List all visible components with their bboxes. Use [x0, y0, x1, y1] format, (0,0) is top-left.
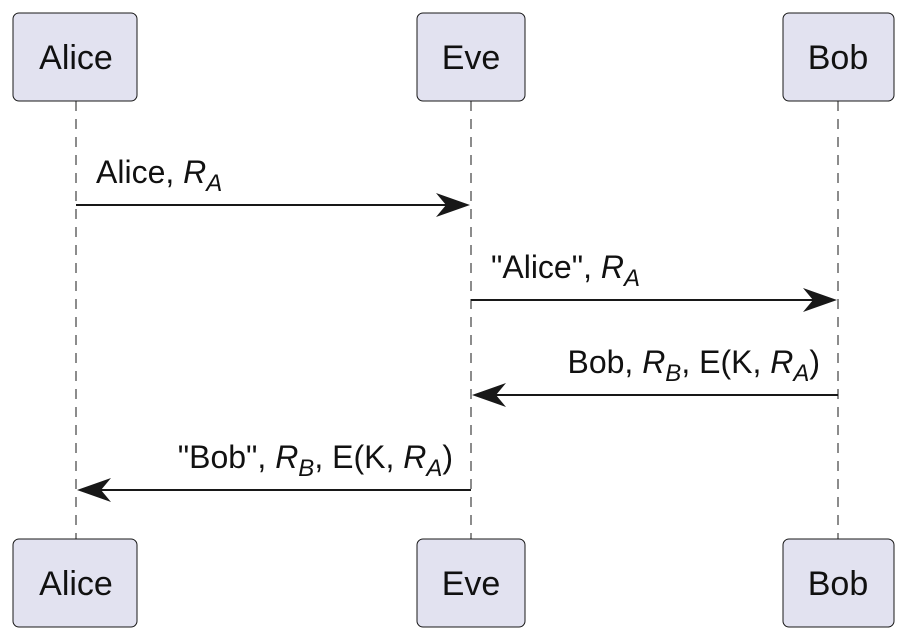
participant-eve-top: Eve — [416, 12, 526, 102]
participant-box — [12, 538, 138, 628]
participant-box — [416, 12, 526, 102]
participant-label: Alice — [39, 39, 113, 77]
participant-label: Alice — [39, 565, 113, 603]
message-3: Bob, RB, E(K, RA) — [472, 344, 838, 407]
participant-bob-bottom: Bob — [782, 538, 895, 628]
message-4: "Bob", RB, E(K, RA) — [77, 439, 471, 502]
message-label: "Bob", RB, E(K, RA) — [178, 439, 453, 482]
participant-label: Bob — [808, 565, 869, 603]
lifelines — [75, 101, 839, 539]
message-label-part: ) — [442, 439, 453, 475]
participant-label: Eve — [442, 39, 501, 77]
message-label-part: A — [204, 170, 222, 197]
message-1: Alice, RA — [76, 154, 470, 217]
message-label-part: "Alice", — [491, 249, 601, 285]
message-label-part: R — [183, 154, 206, 190]
message-label-part: R — [403, 439, 426, 475]
message-label-part: A — [424, 455, 442, 482]
message-2: "Alice", RA — [471, 249, 837, 312]
message-arrowhead-icon — [436, 193, 470, 217]
message-label-part: Bob, — [567, 344, 642, 380]
message-arrowhead-icon — [472, 383, 506, 407]
participant-alice-top: Alice — [12, 12, 138, 102]
message-label-part: R — [275, 439, 298, 475]
participant-label: Bob — [808, 39, 869, 77]
message-label-part: , E(K, — [314, 439, 403, 475]
message-label-part: ) — [809, 344, 820, 380]
participant-box — [782, 538, 895, 628]
message-label: Bob, RB, E(K, RA) — [567, 344, 820, 387]
message-label-part: B — [298, 455, 314, 482]
participants-top: Alice Eve Bob — [12, 12, 895, 102]
participants-bottom: Alice Eve Bob — [12, 538, 895, 628]
participant-box — [12, 12, 138, 102]
participant-label: Eve — [442, 565, 501, 603]
message-label: "Alice", RA — [491, 249, 640, 292]
participant-box — [782, 12, 895, 102]
message-arrowhead-icon — [803, 288, 837, 312]
message-label-part: B — [665, 360, 681, 387]
message-label-part: R — [770, 344, 793, 380]
participant-box — [416, 538, 526, 628]
message-label-part: Alice, — [96, 154, 183, 190]
message-label-part: A — [622, 265, 640, 292]
participant-bob-top: Bob — [782, 12, 895, 102]
message-label-part: A — [791, 360, 809, 387]
participant-alice-bottom: Alice — [12, 538, 138, 628]
message-label-part: R — [642, 344, 665, 380]
message-label-part: "Bob", — [178, 439, 275, 475]
message-label: Alice, RA — [96, 154, 222, 197]
message-label-part: R — [601, 249, 624, 285]
message-label-part: , E(K, — [681, 344, 770, 380]
participant-eve-bottom: Eve — [416, 538, 526, 628]
message-arrowhead-icon — [77, 478, 111, 502]
